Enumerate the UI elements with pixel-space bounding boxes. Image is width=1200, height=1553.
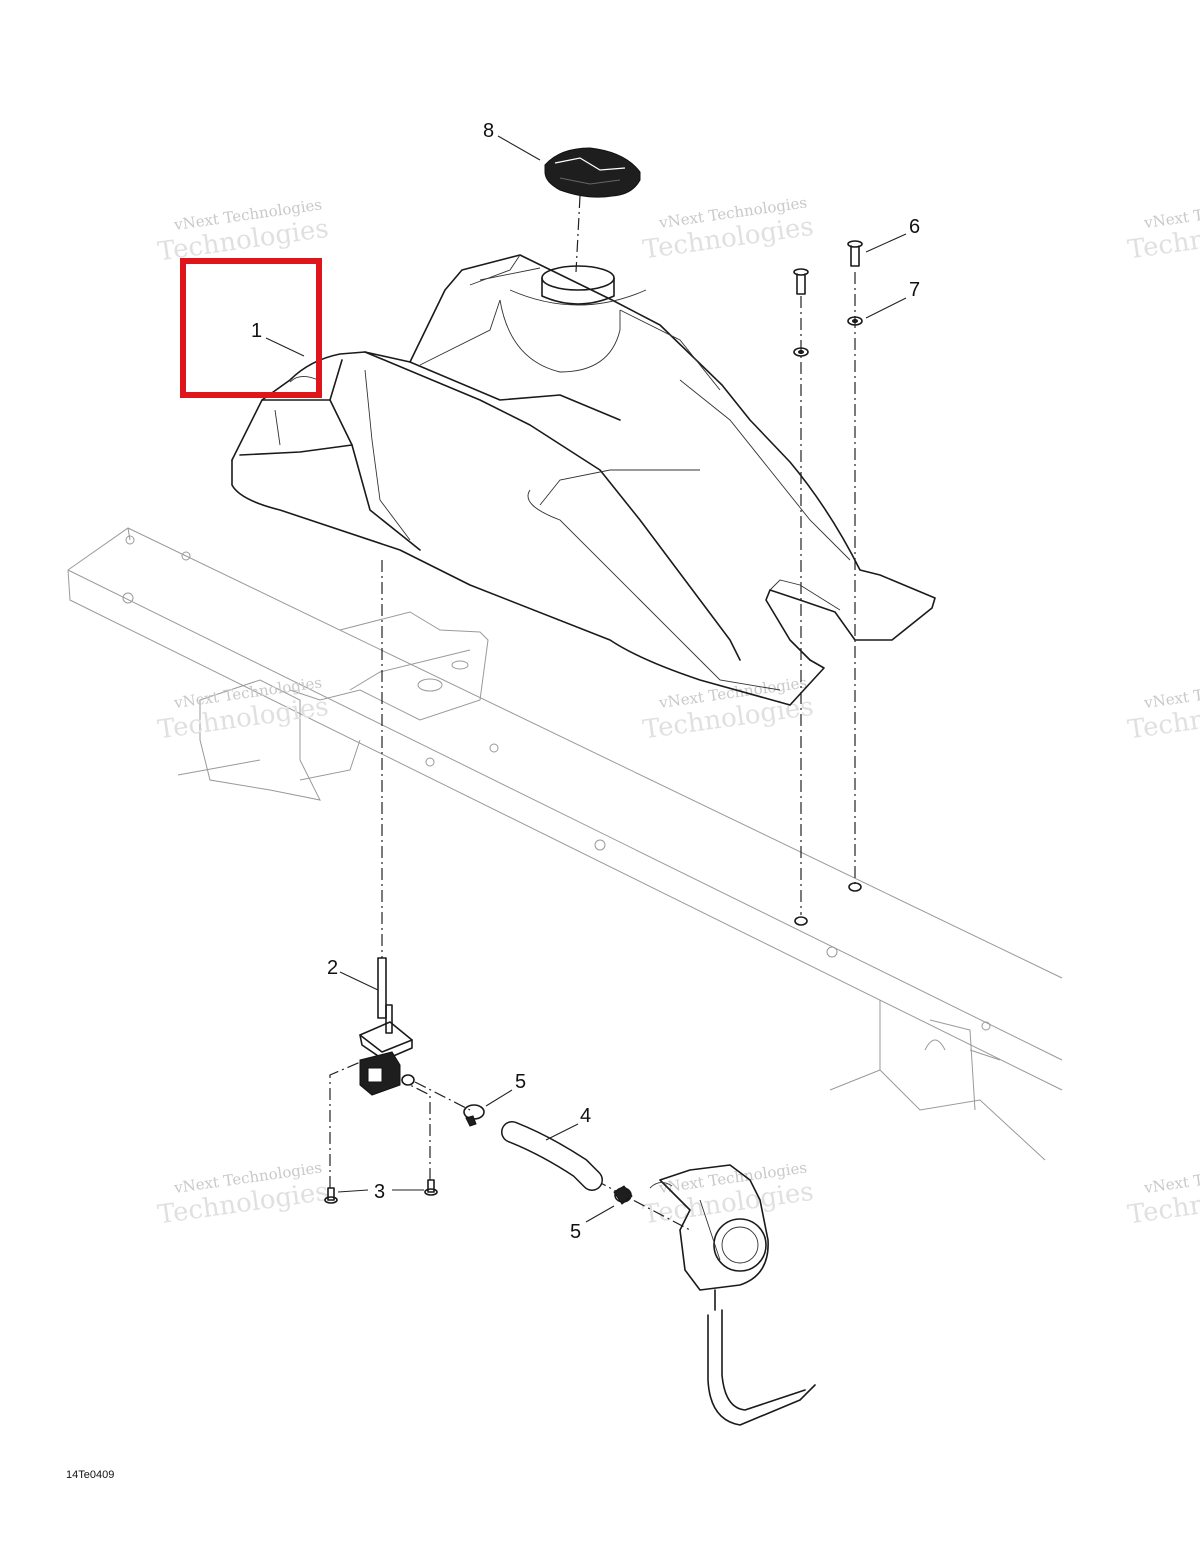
- leader-lines: [265, 135, 907, 1223]
- callout-3[interactable]: 3: [374, 1181, 385, 1203]
- highlight-box: [180, 258, 322, 398]
- screw[interactable]: [324, 1179, 438, 1204]
- callouts: 1 2 3 4 5 5 6 7 8: [251, 120, 920, 1243]
- fuel-hose[interactable]: [501, 1121, 603, 1191]
- bolt-left: [793, 268, 862, 926]
- reference-code: 14Te0409: [66, 1469, 114, 1481]
- callout-8[interactable]: 8: [483, 120, 494, 142]
- callout-6[interactable]: 6: [909, 216, 920, 238]
- washer[interactable]: [847, 316, 863, 326]
- callout-4[interactable]: 4: [580, 1105, 591, 1127]
- callout-1[interactable]: 1: [251, 320, 262, 342]
- watermarks: vNext Technologies Technologies vNext Te…: [156, 193, 1200, 1230]
- callout-2[interactable]: 2: [327, 957, 338, 979]
- fuel-tank[interactable]: [231, 254, 936, 706]
- carburetor: [649, 1164, 816, 1426]
- callout-7[interactable]: 7: [909, 279, 920, 301]
- clamp-lower[interactable]: [613, 1185, 633, 1205]
- clamp-upper[interactable]: [463, 1104, 485, 1127]
- bolt[interactable]: [847, 240, 863, 267]
- callout-5-upper[interactable]: 5: [515, 1071, 526, 1093]
- frame-structure: [67, 527, 1063, 1161]
- callout-5-lower[interactable]: 5: [570, 1221, 581, 1243]
- fuel-cap[interactable]: [544, 147, 641, 198]
- assembly-lines: [329, 195, 856, 1231]
- fuel-valve[interactable]: [359, 957, 415, 1096]
